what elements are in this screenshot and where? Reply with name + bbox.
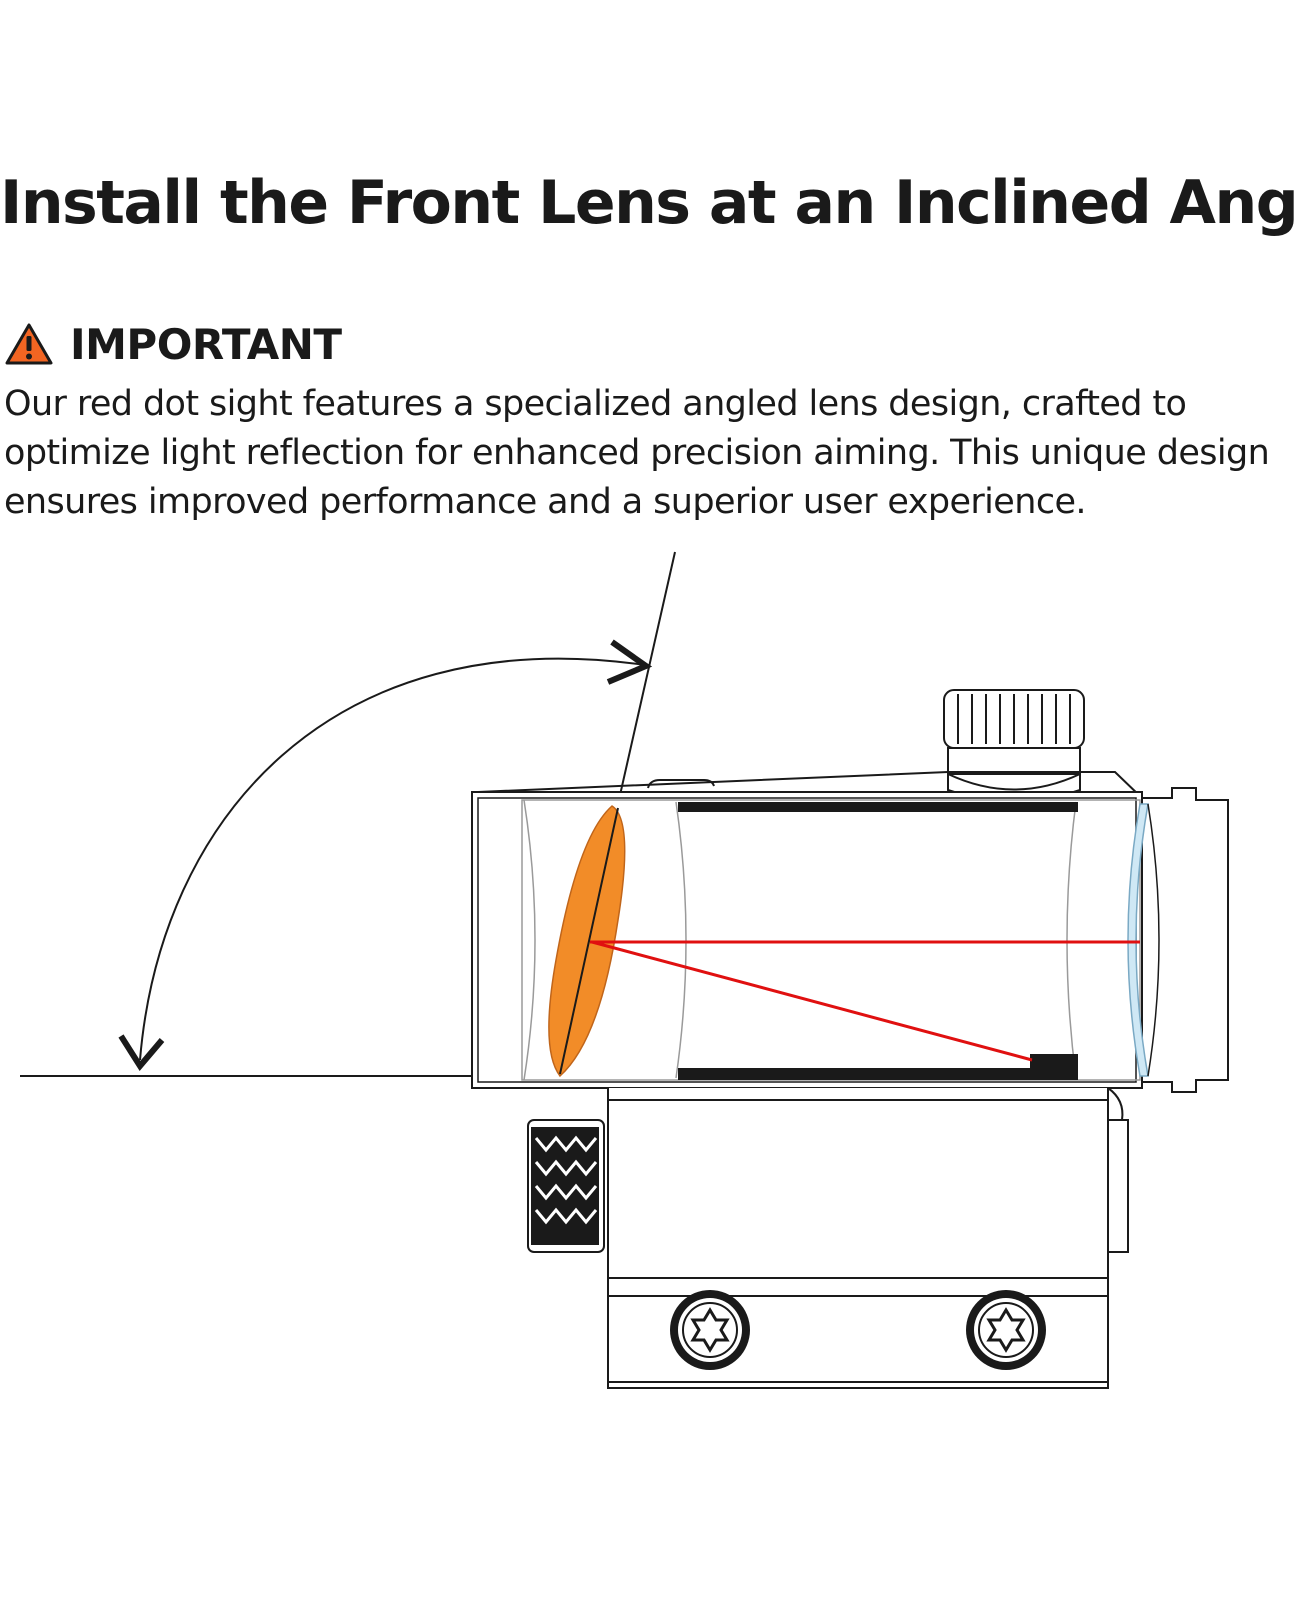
important-notice: IMPORTANT Our red dot sight features a s… [4,318,1294,527]
notice-header: IMPORTANT [4,318,1294,370]
battery-cap [647,779,715,789]
top-taper [477,771,1143,799]
side-knob [527,1119,605,1253]
notice-title: IMPORTANT [70,319,342,369]
angle-arc [139,657,646,1061]
led-emitter [1030,1054,1078,1070]
front-lens [548,805,626,1078]
inner-top-bar [678,802,1078,812]
notice-body: Our red dot sight features a specialized… [4,384,1270,522]
torx-screw-left-icon [670,1290,750,1370]
torx-screw-right-icon [966,1290,1046,1370]
warning-triangle-icon [5,323,53,365]
red-dot-sight-diagram [20,551,1229,1389]
arrowhead-bottom-icon [118,1034,165,1072]
page-title: Install the Front Lens at an Inclined An… [0,168,1300,238]
top-turret [943,689,1085,802]
arrowhead-top-icon [606,639,653,685]
rear-eyepiece [1141,787,1229,1093]
laser-emitted [591,940,1033,1062]
inner-bottom-bar [678,1068,1078,1080]
